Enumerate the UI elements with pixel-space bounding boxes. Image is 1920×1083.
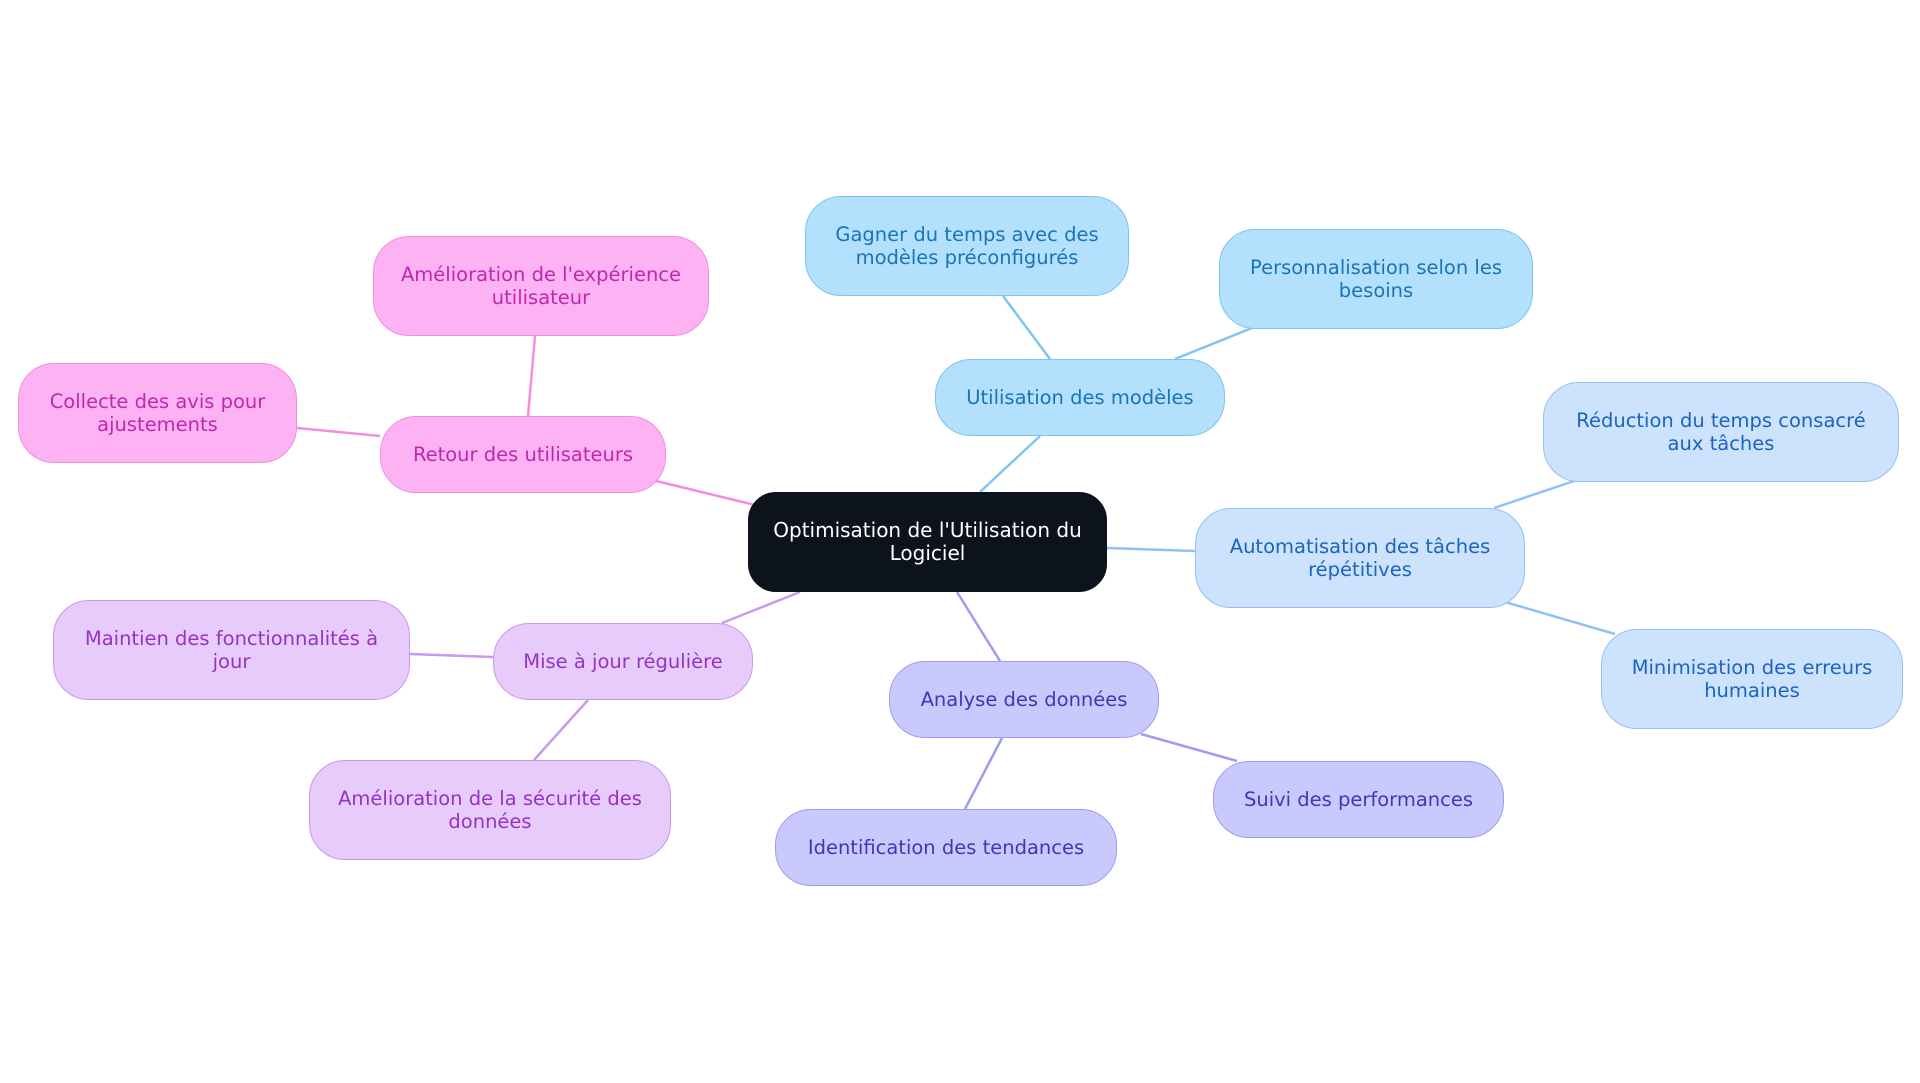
edge-updates-c1: [409, 652, 494, 659]
edge-root-analysis: [955, 591, 1002, 662]
leaf-node-gagner-du-temps: Gagner du temps avec des modèles préconf…: [805, 196, 1129, 296]
edge-analysis-c2: [963, 737, 1004, 810]
edge-feedback-c1: [526, 335, 537, 417]
edge-templates-c1: [1001, 295, 1052, 360]
branch-node-retour-utilisateurs: Retour des utilisateurs: [380, 416, 666, 493]
leaf-node-suivi-performances: Suivi des performances: [1213, 761, 1504, 838]
edge-analysis-c1: [1140, 732, 1238, 763]
edge-automation-c2: [1504, 600, 1616, 636]
edge-root-feedback: [651, 478, 756, 507]
leaf-node-experience-utilisateur: Amélioration de l'expérience utilisateur: [373, 236, 709, 336]
leaf-node-reduction-temps: Réduction du temps consacré aux tâches: [1543, 382, 1899, 482]
leaf-node-minimisation-erreurs: Minimisation des erreurs humaines: [1601, 629, 1903, 729]
edge-updates-c2: [533, 699, 589, 761]
branch-node-mise-a-jour: Mise à jour régulière: [493, 623, 753, 700]
edge-feedback-c2: [296, 426, 381, 438]
leaf-node-collecte-avis: Collecte des avis pour ajustements: [18, 363, 297, 463]
root-node: Optimisation de l'Utilisation du Logicie…: [748, 492, 1107, 592]
leaf-node-securite-donnees: Amélioration de la sécurité des données: [309, 760, 671, 860]
edge-root-updates: [721, 590, 801, 625]
leaf-node-identification-tendances: Identification des tendances: [775, 809, 1117, 886]
branch-node-automatisation: Automatisation des tâches répétitives: [1195, 508, 1525, 608]
edge-root-automation: [1106, 546, 1196, 553]
edge-templates-c2: [1174, 326, 1253, 361]
branch-node-utilisation-modeles: Utilisation des modèles: [935, 359, 1225, 436]
branch-node-analyse-donnees: Analyse des données: [889, 661, 1159, 738]
edge-root-templates: [979, 435, 1041, 493]
leaf-node-maintien-fonctionnalites: Maintien des fonctionnalités à jour: [53, 600, 410, 700]
edge-automation-c1: [1493, 478, 1578, 510]
leaf-node-personnalisation: Personnalisation selon les besoins: [1219, 229, 1533, 329]
